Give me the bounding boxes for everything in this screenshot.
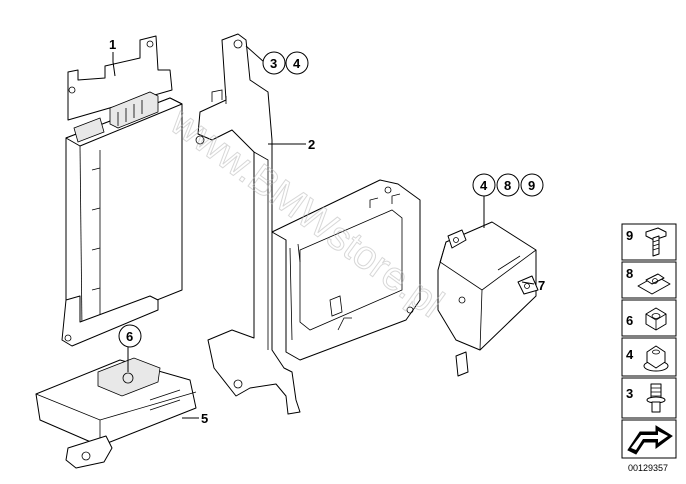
flange-nut-icon (643, 345, 669, 372)
callout-7: 7 (538, 278, 545, 293)
hex-nut-icon (645, 307, 667, 331)
callout-6-circle (118, 324, 142, 348)
part-1-control-unit (61, 35, 183, 347)
part-5-module (35, 357, 197, 469)
callout-8-circle (496, 173, 520, 197)
bolt-icon (645, 227, 667, 257)
clip-nut-icon (637, 273, 671, 295)
callout-4-circle (285, 51, 309, 75)
callout-6: 6 (126, 329, 133, 344)
legend-box-9 (621, 223, 677, 261)
callout-4: 4 (293, 56, 301, 71)
legend-label-4: 4 (626, 347, 634, 362)
callout-5: 5 (201, 411, 208, 426)
callout-8: 8 (504, 178, 511, 193)
catalog-number: 00129357 (628, 463, 668, 473)
callout-9-circle (520, 173, 544, 197)
part-7-module (437, 221, 539, 377)
part-2-bracket (195, 33, 421, 415)
callout-9: 9 (528, 178, 535, 193)
callout-4b-circle (472, 173, 496, 197)
legend-label-9: 9 (626, 228, 633, 243)
callout-2: 2 (308, 137, 315, 152)
callout-1: 1 (109, 37, 116, 52)
direction-arrow-icon (627, 425, 673, 455)
legend-label-3: 3 (626, 386, 633, 401)
fastener-legend: 9 8 6 4 3 (621, 223, 677, 473)
callouts: 1 2 3 4 5 6 7 4 8 9 (109, 37, 545, 426)
callout-4b: 4 (480, 178, 488, 193)
stud-bolt-icon (646, 383, 666, 413)
callout-3-circle (262, 51, 286, 75)
legend-label-6: 6 (626, 313, 633, 328)
legend-label-8: 8 (626, 266, 633, 281)
leader-lines (112, 45, 535, 419)
callout-3: 3 (270, 56, 277, 71)
